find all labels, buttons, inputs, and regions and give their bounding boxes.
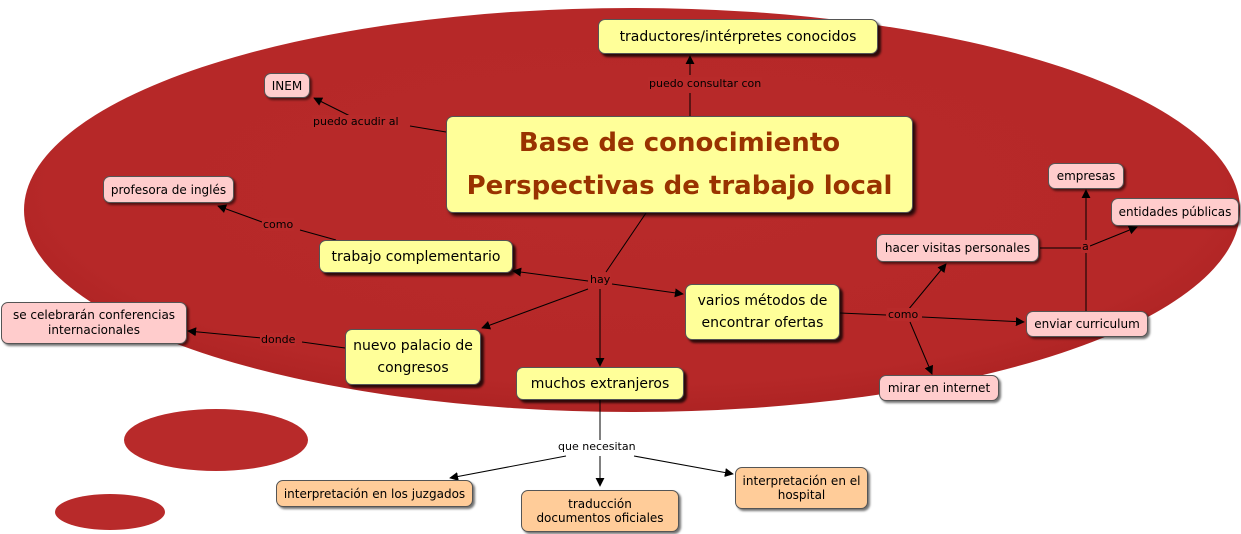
concept-traductores[interactable]: traductores/intérpretes conocidos bbox=[598, 19, 878, 54]
concept-curriculum[interactable]: enviar curriculum bbox=[1026, 311, 1148, 337]
title-box[interactable]: Base de conocimiento Perspectivas de tra… bbox=[446, 116, 913, 213]
link-como-2[interactable]: como bbox=[887, 308, 920, 321]
concept-traduccion[interactable]: traducción documentos oficiales bbox=[521, 490, 679, 532]
concept-trabajo-complementario[interactable]: trabajo complementario bbox=[319, 240, 513, 273]
link-puedo-consultar[interactable]: puedo consultar con bbox=[648, 77, 763, 90]
thought-bubble-small bbox=[55, 494, 165, 530]
concept-hospital[interactable]: interpretación en el hospital bbox=[735, 467, 868, 509]
link-hay[interactable]: hay bbox=[589, 273, 612, 286]
title-line-1: Base de conocimiento bbox=[518, 127, 841, 158]
concept-profesora[interactable]: profesora de inglés bbox=[103, 176, 234, 203]
concept-visitas[interactable]: hacer visitas personales bbox=[876, 234, 1039, 262]
link-a[interactable]: a bbox=[1081, 240, 1090, 253]
concept-juzgados[interactable]: interpretación en los juzgados bbox=[276, 480, 473, 507]
concept-muchos-extranjeros[interactable]: muchos extranjeros bbox=[516, 367, 684, 400]
concept-varios-metodos[interactable]: varios métodos de encontrar ofertas bbox=[685, 284, 840, 340]
concept-entidades[interactable]: entidades públicas bbox=[1111, 198, 1239, 226]
link-puedo-acudir[interactable]: puedo acudir al bbox=[312, 115, 400, 128]
concept-internet[interactable]: mirar en internet bbox=[879, 375, 999, 401]
title-line-2: Perspectivas de trabajo local bbox=[466, 170, 893, 201]
link-donde[interactable]: donde bbox=[260, 333, 297, 346]
link-como-1[interactable]: como bbox=[262, 218, 295, 231]
concept-nuevo-palacio[interactable]: nuevo palacio de congresos bbox=[345, 329, 481, 385]
concept-empresas[interactable]: empresas bbox=[1048, 163, 1124, 189]
concept-inem[interactable]: INEM bbox=[264, 73, 310, 98]
link-que-necesitan[interactable]: que necesitan bbox=[556, 440, 638, 453]
concept-conferencias[interactable]: se celebrarán conferencias internacional… bbox=[1, 302, 187, 344]
thought-bubble-medium bbox=[124, 409, 308, 471]
